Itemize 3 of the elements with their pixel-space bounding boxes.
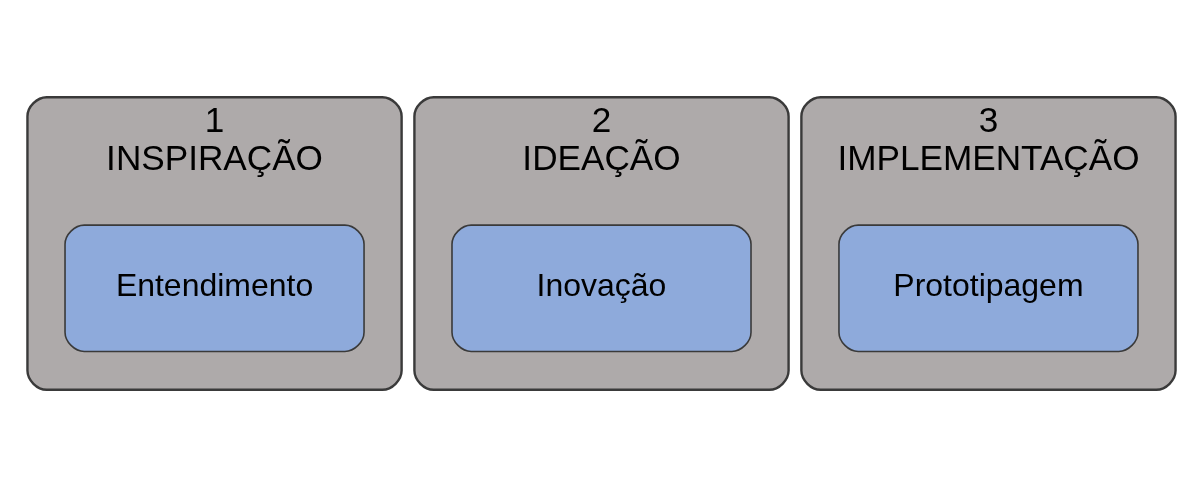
node-box: Inovação: [451, 224, 752, 353]
node-box: Entendimento: [64, 224, 365, 353]
node-box: Prototipagem: [838, 224, 1139, 353]
